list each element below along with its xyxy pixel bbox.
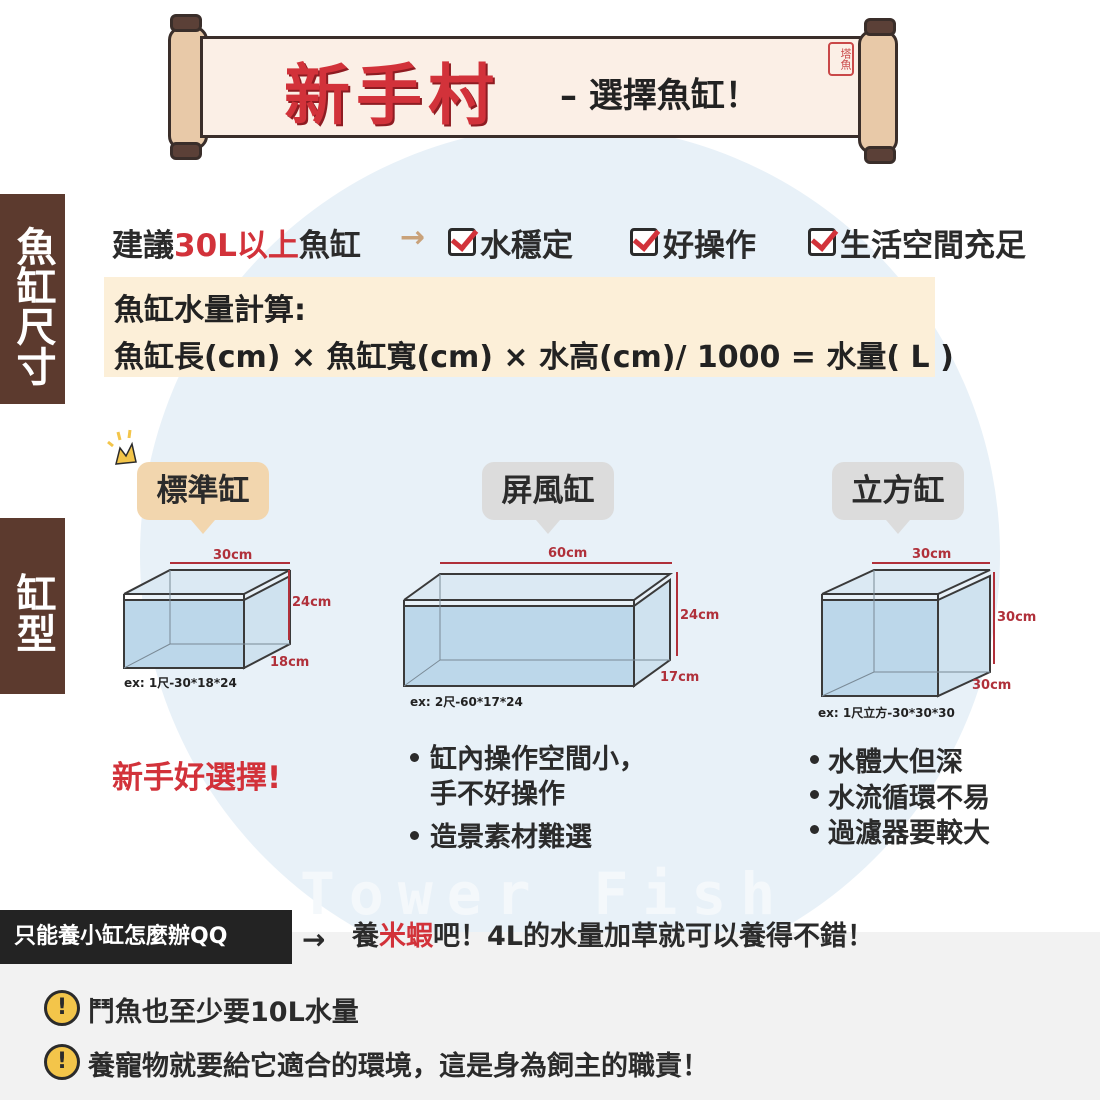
standard-tank-verdict: 新手好選擇! bbox=[112, 760, 282, 796]
formula-expression: 魚缸長(cm) × 魚缸寬(cm) × 水高(cm)/ 1000 = 水量( L… bbox=[114, 340, 954, 375]
tank-example: ex: 1尺立方-30*30*30 bbox=[818, 706, 955, 720]
dimension-length: 30cm bbox=[912, 547, 952, 562]
arrow-right-icon: → bbox=[400, 220, 426, 255]
bullet-dot bbox=[810, 755, 819, 764]
scroll-left-cap-top bbox=[170, 14, 202, 32]
dimension-depth: 17cm bbox=[660, 670, 700, 685]
tank-type-cube: 立方缸 bbox=[832, 462, 964, 520]
side-label-tank-type: 缸型 bbox=[0, 518, 65, 694]
tank-example: ex: 2尺-60*17*24 bbox=[410, 695, 523, 709]
dimension-height: 24cm bbox=[680, 608, 720, 623]
dimension-line bbox=[872, 562, 990, 564]
page-subtitle: – 選擇魚缸！ bbox=[560, 76, 759, 116]
dimension-depth: 18cm bbox=[270, 655, 310, 670]
shrimp-tip-suffix: 吧！4L的水量加草就可以養得不錯！ bbox=[433, 921, 874, 952]
warning-icon: ! bbox=[44, 990, 80, 1026]
bullet-dot bbox=[410, 831, 419, 840]
bullet-dot bbox=[810, 790, 819, 799]
benefit-living-space: 生活空間充足 bbox=[840, 228, 1026, 264]
warning-betta: 鬥魚也至少要10L水量 bbox=[88, 997, 359, 1028]
shrimp-tip-highlight: 米蝦 bbox=[379, 921, 433, 952]
crown-icon bbox=[107, 429, 137, 465]
watermark-circle bbox=[140, 125, 1000, 985]
shrimp-tip-prefix: 養 bbox=[352, 921, 379, 952]
tank-type-screen: 屏風缸 bbox=[482, 462, 614, 520]
dimension-height: 24cm bbox=[292, 595, 332, 610]
arrow-right-icon: → bbox=[302, 923, 326, 956]
bullet-dot bbox=[810, 825, 819, 834]
badge-pointer bbox=[191, 520, 215, 534]
standard-tank-illustration bbox=[123, 569, 291, 670]
scroll-left-cap-bottom bbox=[170, 142, 202, 160]
dimension-line bbox=[440, 562, 672, 564]
screen-tank-note: 缸內操作空間小， bbox=[430, 744, 646, 775]
scroll-right-roller bbox=[858, 30, 898, 154]
cube-tank-note: 水體大但深 bbox=[828, 747, 963, 778]
dimension-line bbox=[676, 572, 678, 656]
screen-tank-note: 手不好操作 bbox=[430, 779, 565, 810]
tank-example: ex: 1尺-30*18*24 bbox=[124, 676, 237, 690]
checkbox-icon bbox=[808, 228, 836, 256]
dimension-length: 60cm bbox=[548, 546, 588, 561]
dimension-line bbox=[170, 562, 290, 564]
shrimp-tip: 養米蝦吧！4L的水量加草就可以養得不錯！ bbox=[352, 914, 874, 953]
page-title: 新手村 bbox=[284, 57, 500, 134]
scroll-right-cap-top bbox=[864, 18, 896, 36]
screen-tank-illustration bbox=[403, 573, 674, 688]
recommendation-highlight: 30L以上 bbox=[174, 228, 299, 264]
cube-tank-illustration bbox=[821, 569, 991, 698]
dimension-height: 30cm bbox=[997, 610, 1037, 625]
recommendation-prefix: 建議 bbox=[112, 228, 174, 264]
bullet-dot bbox=[410, 753, 419, 762]
formula-box bbox=[104, 277, 935, 377]
seal-stamp: 塔魚 bbox=[828, 42, 854, 76]
warning-responsibility: 養寵物就要給它適合的環境，這是身為飼主的職責！ bbox=[88, 1051, 709, 1082]
tank-type-standard: 標準缸 bbox=[137, 462, 269, 520]
badge-pointer bbox=[886, 520, 910, 534]
screen-tank-note: 造景素材難選 bbox=[430, 822, 592, 853]
dimension-line bbox=[288, 570, 290, 640]
cube-tank-note: 水流循環不易 bbox=[828, 783, 990, 814]
small-tank-label: 只能養小缸怎麼辦QQ bbox=[0, 910, 292, 964]
badge-pointer bbox=[536, 520, 560, 534]
watermark-text: Tower Fish bbox=[300, 860, 790, 928]
recommendation-line: 建議30L以上魚缸 bbox=[112, 220, 361, 265]
formula-label: 魚缸水量計算: bbox=[114, 293, 306, 328]
checkbox-icon bbox=[448, 228, 476, 256]
dimension-length: 30cm bbox=[213, 548, 253, 563]
warning-icon: ! bbox=[44, 1044, 80, 1080]
scroll-right-cap-bottom bbox=[864, 146, 896, 164]
dimension-line bbox=[993, 572, 995, 664]
checkbox-icon bbox=[630, 228, 658, 256]
dimension-depth: 30cm bbox=[972, 678, 1012, 693]
side-label-tank-size: 魚缸尺寸 bbox=[0, 194, 65, 404]
benefit-easy-operation: 好操作 bbox=[663, 228, 756, 264]
cube-tank-note: 過濾器要較大 bbox=[828, 818, 990, 849]
recommendation-suffix: 魚缸 bbox=[298, 228, 361, 264]
benefit-stable-water: 水穩定 bbox=[480, 228, 573, 264]
